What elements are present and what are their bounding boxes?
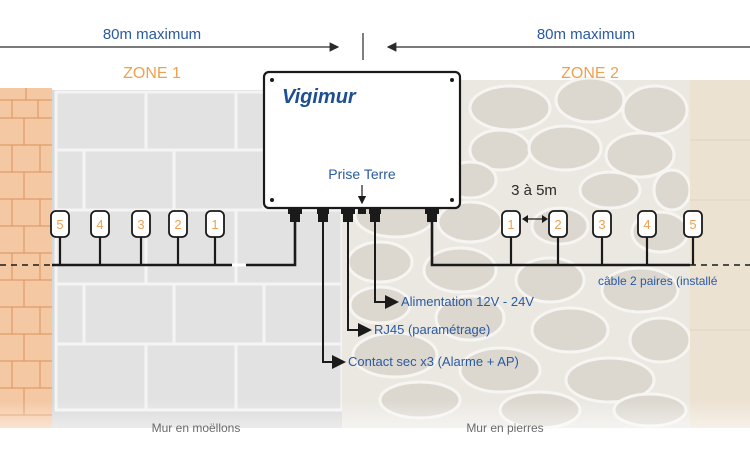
left-wall-caption: Mur en moëllons bbox=[152, 421, 241, 435]
spacing-double-arrow bbox=[522, 215, 548, 223]
zone2-sensor-3: 3 bbox=[592, 210, 612, 238]
contact-label: Contact sec x3 (Alarme + AP) bbox=[348, 354, 519, 369]
zone1-sensor-drops bbox=[58, 236, 217, 265]
zone1-label: ZONE 1 bbox=[123, 65, 181, 82]
power-leader bbox=[374, 222, 399, 309]
zone2-sensor-number: 2 bbox=[554, 217, 561, 232]
zone1-sensor-3: 3 bbox=[131, 210, 151, 238]
vigimur-control-box: Vigimur Prise Terre bbox=[262, 70, 462, 210]
brick-wall bbox=[0, 88, 52, 428]
zone2-sensor-number: 1 bbox=[507, 217, 514, 232]
right-wall-caption: Mur en pierres bbox=[466, 421, 543, 435]
cable-glands bbox=[288, 208, 439, 222]
zone1-sensors: 5 4 3 2 1 bbox=[50, 210, 225, 238]
earth-label: Prise Terre bbox=[328, 166, 396, 182]
zone1-sensor-number: 2 bbox=[174, 217, 181, 232]
zone2-sensor-drops bbox=[509, 236, 695, 265]
zone2-label: ZONE 2 bbox=[561, 65, 619, 82]
spacing-label: 3 à 5m bbox=[511, 182, 557, 199]
cable-label: câble 2 paires (installé bbox=[598, 274, 718, 288]
contact-leader bbox=[322, 222, 346, 369]
rj45-label: RJ45 (paramétrage) bbox=[374, 322, 490, 337]
zone2-sensor-2: 2 bbox=[548, 210, 568, 238]
zone1-cable bbox=[52, 215, 297, 267]
zone2-sensors: 1 2 3 4 5 bbox=[501, 210, 703, 238]
zone1-sensor-4: 4 bbox=[90, 210, 110, 238]
power-label: Alimentation 12V - 24V bbox=[401, 294, 534, 309]
zone1-sensor-number: 1 bbox=[211, 217, 218, 232]
zone2-sensor-number: 3 bbox=[598, 217, 605, 232]
zone2-sensor-number: 5 bbox=[689, 217, 696, 232]
bottom-fade bbox=[0, 400, 750, 450]
zone1-sensor-5: 5 bbox=[50, 210, 70, 238]
zone2-cable bbox=[430, 215, 690, 267]
rj45-leader bbox=[347, 222, 372, 337]
zone1-sensor-number: 3 bbox=[137, 217, 144, 232]
zone2-sensor-5: 5 bbox=[683, 210, 703, 238]
left-distance-label: 80m maximum bbox=[103, 26, 201, 43]
zone1-sensor-number: 5 bbox=[56, 217, 63, 232]
zone1-sensor-2: 2 bbox=[168, 210, 188, 238]
zone1-sensor-number: 4 bbox=[96, 217, 103, 232]
zone1-sensor-1: 1 bbox=[205, 210, 225, 238]
zone2-sensor-4: 4 bbox=[637, 210, 657, 238]
sandstone-wall bbox=[690, 80, 750, 428]
sandstone-texture bbox=[690, 139, 750, 331]
zone2-sensor-number: 4 bbox=[643, 217, 650, 232]
right-distance-label: 80m maximum bbox=[537, 26, 635, 43]
zone2-sensor-1: 1 bbox=[501, 210, 521, 238]
brand-logo: Vigimur bbox=[282, 86, 357, 108]
